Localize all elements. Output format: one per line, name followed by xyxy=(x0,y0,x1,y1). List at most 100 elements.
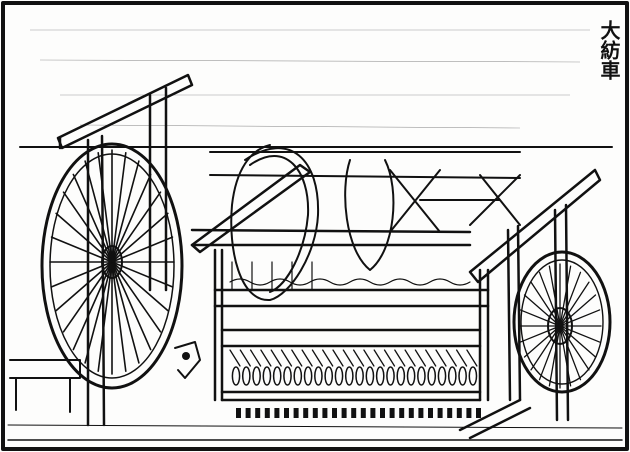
spindle-rod xyxy=(280,349,293,367)
spindle xyxy=(458,366,467,386)
left-frame-posts xyxy=(56,73,194,427)
spindle xyxy=(375,366,385,386)
peg xyxy=(293,408,299,418)
wheel-spoke xyxy=(111,160,140,263)
spindle-rod xyxy=(373,349,385,367)
wheel-spoke xyxy=(538,325,561,381)
wheel-spoke xyxy=(84,160,113,263)
wheel-spoke xyxy=(519,325,561,343)
wheel-spoke xyxy=(559,271,582,327)
background-texture xyxy=(30,29,590,129)
drive-belt xyxy=(209,144,521,302)
peg xyxy=(322,408,328,418)
peg xyxy=(389,408,395,418)
lower-peg-row xyxy=(236,408,481,418)
crank-mechanism xyxy=(174,341,201,379)
wheel-spoke xyxy=(559,325,572,387)
spindle-rod xyxy=(425,349,437,367)
spindle xyxy=(427,366,437,386)
spindle-frame xyxy=(190,163,602,440)
spindle-rod xyxy=(260,349,272,367)
wheel-spoke xyxy=(84,261,113,364)
wheel-spoke xyxy=(548,325,561,387)
spindle-rod xyxy=(322,349,334,367)
spindle xyxy=(241,366,251,386)
peg xyxy=(264,408,270,418)
peg xyxy=(284,408,289,418)
spindle-rod xyxy=(466,349,478,367)
wheel-spoke xyxy=(111,261,162,333)
large-drive-wheel xyxy=(40,142,184,390)
wheel-spoke xyxy=(111,212,169,263)
spindle xyxy=(447,366,457,386)
spindle xyxy=(417,366,426,386)
spindle xyxy=(386,366,395,386)
spindle xyxy=(334,366,344,386)
spindle xyxy=(262,366,272,386)
peg xyxy=(418,408,424,418)
spindle-rod xyxy=(239,349,251,367)
spindle-rod xyxy=(291,349,303,367)
spindle-rod xyxy=(414,349,427,367)
wheel-spoke xyxy=(548,265,561,327)
wheel-spoke xyxy=(559,325,590,371)
wheel-spoke xyxy=(72,261,113,351)
peg xyxy=(428,408,433,418)
spindle-rod xyxy=(363,349,375,367)
peg xyxy=(351,408,357,418)
title-caption: 大紡車 xyxy=(597,20,621,80)
spindle-rod xyxy=(352,349,365,367)
peg xyxy=(332,408,337,418)
peg xyxy=(399,408,405,418)
spindle-rod xyxy=(455,349,468,367)
wheel-spoke xyxy=(111,173,152,263)
peg xyxy=(380,408,385,418)
wheel-spoke xyxy=(97,261,113,372)
floor-line xyxy=(7,424,623,429)
spindle-rod xyxy=(301,349,313,367)
spindle-rod xyxy=(445,349,457,367)
wheel-spoke xyxy=(559,325,597,358)
peg xyxy=(255,408,261,418)
spindle xyxy=(283,366,292,386)
peg xyxy=(447,408,453,418)
spindle-rod xyxy=(435,349,447,367)
spindle xyxy=(468,366,478,386)
peg xyxy=(312,408,318,418)
wheel-spoke xyxy=(559,294,597,327)
peg xyxy=(236,408,241,418)
wheel-spoke xyxy=(559,265,572,327)
spindle xyxy=(314,366,323,386)
wheel-spoke xyxy=(111,261,169,312)
wheel-spoke xyxy=(111,261,174,288)
spindle xyxy=(252,366,261,386)
peg xyxy=(341,408,347,418)
peg xyxy=(303,408,309,418)
left-stool xyxy=(9,359,81,413)
wheel-spoke xyxy=(559,309,601,327)
spindle-rod xyxy=(229,349,241,367)
wheel-spoke xyxy=(530,281,561,327)
peg xyxy=(466,408,472,418)
spindle xyxy=(231,366,241,386)
spindle-rod xyxy=(404,349,416,367)
spindle xyxy=(406,366,416,386)
wheel-spoke xyxy=(111,152,127,263)
wheel-spoke xyxy=(559,325,601,343)
spindle-rod xyxy=(270,349,282,367)
spindle xyxy=(437,366,447,386)
wheel-spoke xyxy=(538,271,561,327)
spindle-rod xyxy=(332,349,344,367)
small-wheel xyxy=(512,250,612,394)
wheel-spoke xyxy=(519,309,561,327)
peg xyxy=(245,408,251,418)
peg xyxy=(408,408,414,418)
spindle xyxy=(355,366,364,386)
wheel-spoke xyxy=(111,261,152,351)
spindle xyxy=(365,366,375,386)
thread-guides xyxy=(229,261,471,291)
wheel-spoke xyxy=(523,325,561,358)
spindle xyxy=(396,366,406,386)
